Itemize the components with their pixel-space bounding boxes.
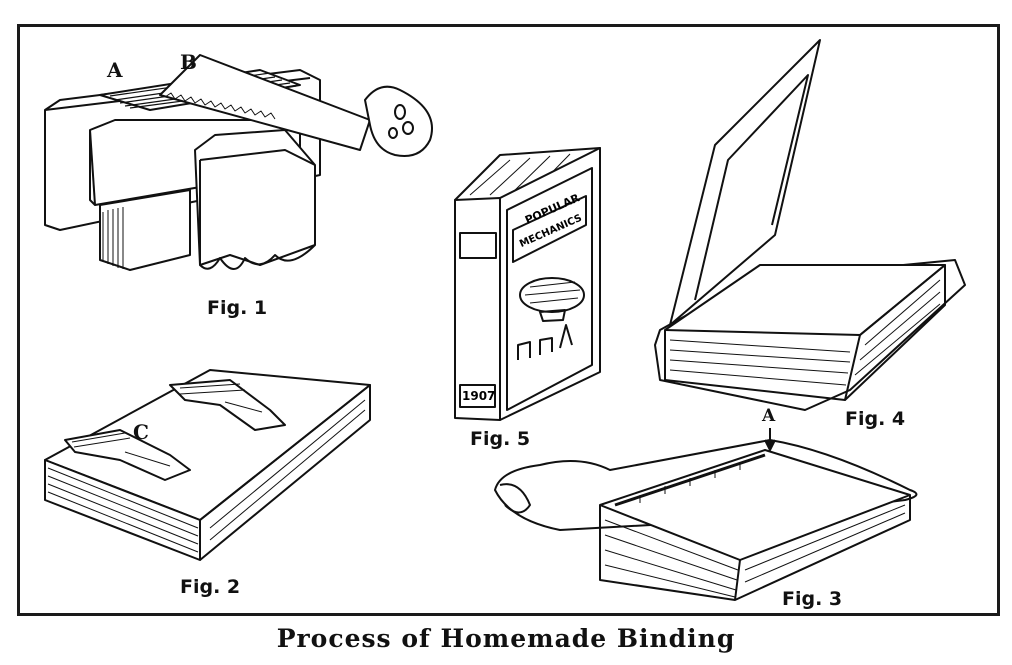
fig4-label: Fig. 4 [845,408,906,430]
fig3-drawing [494,428,918,601]
fig1-letter-b: B [180,50,197,74]
fig2-letter-c: C [133,420,149,444]
fig1-letter-a: A [107,58,123,82]
fig1-label: Fig. 1 [207,297,268,319]
fig5-label: Fig. 5 [470,428,531,450]
fig1-drawing [44,54,433,271]
fig2-drawing [44,369,371,561]
fig2-label: Fig. 2 [180,576,241,598]
fig4-drawing [654,39,966,411]
illustration-frame [17,24,1000,616]
fig5-drawing [454,147,601,421]
fig3-label: Fig. 3 [782,588,843,610]
fig5-spine-year: 1907 [462,389,496,403]
fig3-letter-a: A [762,406,776,426]
figure-caption: Process of Homemade Binding [276,624,736,653]
